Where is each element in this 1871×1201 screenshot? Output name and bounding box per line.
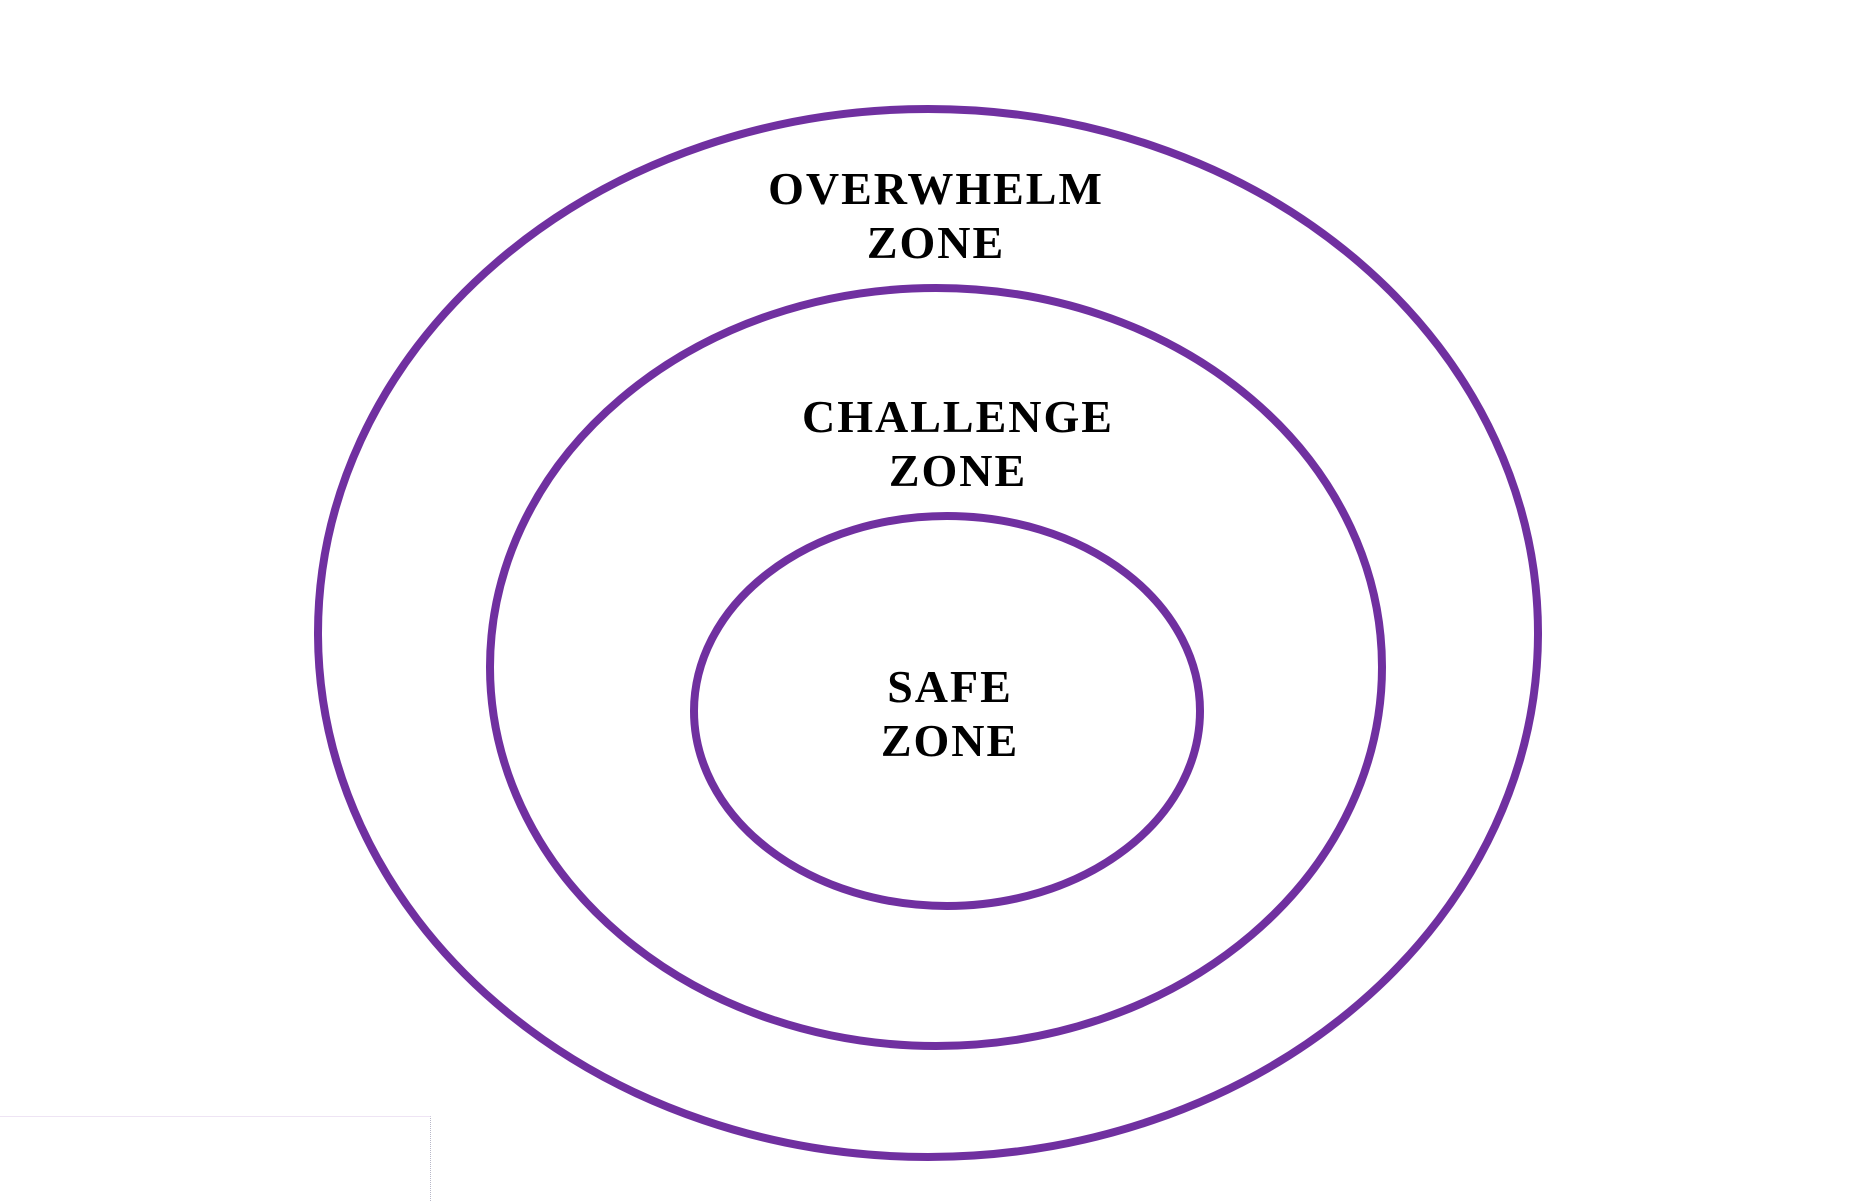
challenge-zone-label-line1: CHALLENGE (802, 391, 1114, 442)
overwhelm-zone-label-line2: ZONE (867, 217, 1005, 268)
empty-frame (0, 1116, 431, 1201)
overwhelm-zone-label-line1: OVERWHELM (768, 163, 1104, 214)
safe-zone-label-line2: ZONE (881, 715, 1019, 766)
safe-zone-ring (690, 512, 1204, 910)
safe-zone-label-line1: SAFE (887, 661, 1013, 712)
challenge-zone-label-line2: ZONE (889, 445, 1027, 496)
challenge-zone-ring (486, 284, 1386, 1050)
overwhelm-zone-ring (314, 105, 1542, 1161)
